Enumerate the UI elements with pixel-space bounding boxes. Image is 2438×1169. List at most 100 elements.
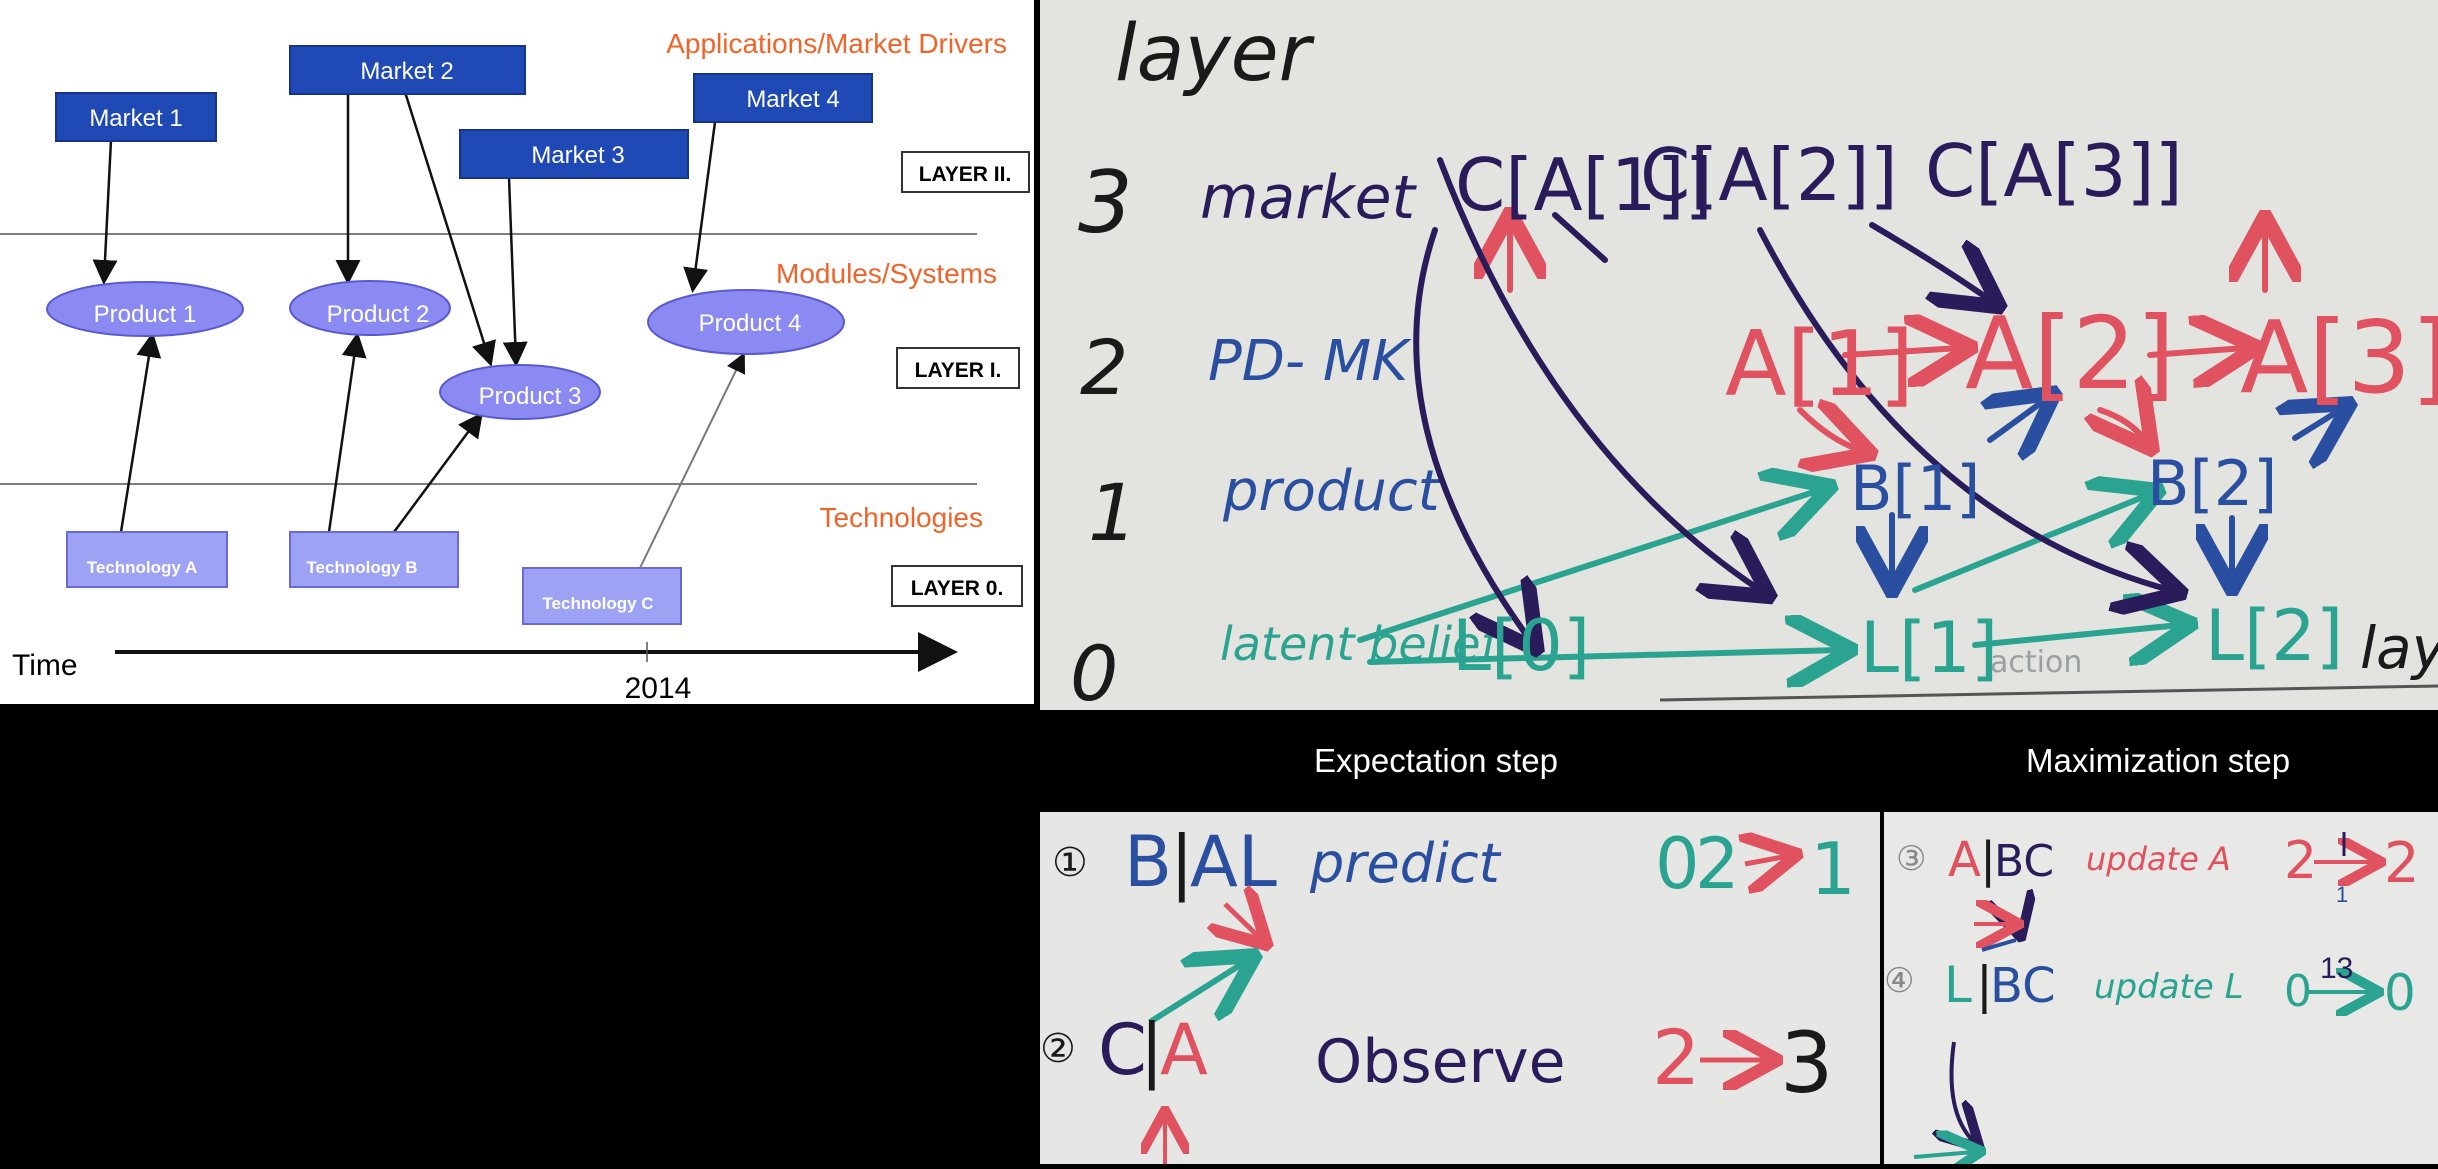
layer-label-ii: LAYER II. [901,151,1030,193]
step-3-a: A [1948,832,1981,888]
year-label: 2014 [625,672,692,704]
layer-number-1: 1 [1088,469,1138,559]
layer-number-0: 0 [1070,629,1118,710]
step-3-from: 2 [2284,831,2317,891]
step-1-to: 1 [1810,827,1856,911]
layer-number-3: 3 [1078,153,1133,253]
step-3-note: 1 [2336,882,2348,907]
market-box-2: Market 2 [289,45,526,95]
step-2-bar: | [1140,1009,1164,1091]
whiteboard-graph-canvas: layer 3 market 2 PD- MK 1 product 0 late… [1070,9,2438,718]
svg-text:Technology B: Technology B [306,558,417,577]
svg-text:Product 1: Product 1 [94,301,197,328]
svg-text:Product 4: Product 4 [699,310,802,337]
expectation-canvas: ① B | AL predict 0 2 1 ② C | A Observe 2… [1040,821,1856,1164]
svg-text:LAYER 0.: LAYER 0. [911,577,1004,600]
product-ellipse-4: Product 4 [647,289,845,355]
board-underline [1659,684,2438,702]
node-c-a3: C[A[3]] [1925,129,2183,213]
node-l1: L[1] [1860,607,1998,689]
step-1-al: AL [1190,821,1277,903]
svg-text:LAYER II.: LAYER II. [919,163,1012,186]
layer-title-modules: Modules/Systems [776,258,997,289]
step-2-to: 3 [1780,1014,1833,1112]
svg-text:Market 3: Market 3 [531,142,624,169]
step-4-from: 0 [2284,966,2312,1017]
layer-title-technologies: Technologies [820,502,983,533]
svg-text:Product 2: Product 2 [327,301,430,328]
layer-heading: layer [1115,9,1316,99]
layer-number-2: 2 [1080,323,1128,412]
step-arrow-teal [1148,962,1245,1025]
technology-roadmap-diagram: Applications/Market Drivers Modules/Syst… [0,0,1034,705]
layer-name-pdmk: PD- MK [1208,329,1412,394]
node-a3: A[3] [2240,299,2438,416]
node-c-a1: C[A[1]] [1455,143,1713,227]
svg-text:Technology A: Technology A [87,558,198,577]
whiteboard-edges [1357,157,2340,662]
roadmap-arrows [92,90,746,569]
layer-title-applications: Applications/Market Drivers [666,28,1007,59]
step-3-bc: BC [1994,836,2054,887]
roadmap-canvas: Applications/Market Drivers Modules/Syst… [0,28,1030,705]
step-3-to: 2 [2384,831,2420,896]
step-3-number: ③ [1896,840,1926,878]
node-b2: B[2] [2147,447,2277,520]
step-1-from-2: 2 [1695,823,1740,905]
step-4-number: ④ [1884,962,1914,1000]
caption-expectation-step: Expectation step [1314,742,1558,779]
step-4-bc: BC [1990,958,2056,1014]
product-ellipse-3: Product 3 [439,364,601,420]
step-2-number: ② [1040,1027,1076,1071]
svg-text:Technology C: Technology C [542,594,653,613]
caption-maximization-step: Maximization step [2026,742,2291,779]
product-ellipse-1: Product 1 [46,281,244,337]
step-2-from: 2 [1652,1013,1700,1102]
whiteboard-maximization-step: ③ A | BC update A 2 1 2 ④ L | BC update … [1884,812,2438,1164]
step-1-verb: predict [1309,832,1502,895]
step-3-bar: | [1980,832,1996,888]
step-1-b: B [1124,821,1172,903]
svg-text:LAYER I.: LAYER I. [915,359,1002,382]
node-l0: L[0] [1452,605,1590,687]
market-box-4: Market 4 [693,73,873,123]
edge-note-action: action [1990,645,2082,680]
step-1-bar: | [1170,821,1194,903]
maximization-canvas: ③ A | BC update A 2 1 2 ④ L | BC update … [1884,831,2420,1164]
svg-text:Market 2: Market 2 [360,58,453,85]
step-4-to: 0 [2384,964,2416,1022]
node-a1: A[1] [1725,312,1914,417]
whiteboard-expectation-step: ① B | AL predict 0 2 1 ② C | A Observe 2… [1040,812,1880,1164]
time-label: Time [12,649,78,682]
step-3-verb: update A [2086,840,2231,878]
svg-text:Product 3: Product 3 [479,383,582,410]
node-l2: L[2] [2205,595,2343,677]
market-box-1: Market 1 [55,92,217,142]
layer-label-0: LAYER 0. [891,565,1023,607]
node-a2: A[2] [1965,295,2175,412]
step-arrow-red [1225,904,1260,938]
market-box-3: Market 3 [459,129,689,179]
product-ellipse-2: Product 2 [289,280,451,336]
layer-label-i: LAYER I. [896,347,1020,389]
layer-name-market: market [1200,163,1418,233]
svg-text:Market 1: Market 1 [89,105,182,132]
layer-name-product: product [1222,459,1442,524]
step-1-number: ① [1052,841,1088,885]
svg-text:Market 4: Market 4 [746,86,839,113]
step-4-bar: | [1976,956,1993,1014]
technology-box-a: Technology A [66,531,228,588]
step-4-note: 13 [2320,952,2353,985]
step-4-verb: update L [2094,967,2244,1007]
node-b1: B[1] [1850,452,1980,525]
step-2-verb: Observe [1315,1027,1566,1097]
right-edge-text: lay [2360,614,2438,682]
step-2-c: C [1098,1009,1147,1091]
technology-box-c: Technology C [522,567,682,625]
node-c-a2: C[A[2]] [1640,133,1898,217]
step-4-l: L [1944,956,1972,1014]
step-1-from: 0 [1655,823,1700,905]
whiteboard-layer-graph: layer 3 market 2 PD- MK 1 product 0 late… [1040,0,2438,718]
step-2-a: A [1160,1009,1208,1091]
technology-box-b: Technology B [289,531,459,588]
